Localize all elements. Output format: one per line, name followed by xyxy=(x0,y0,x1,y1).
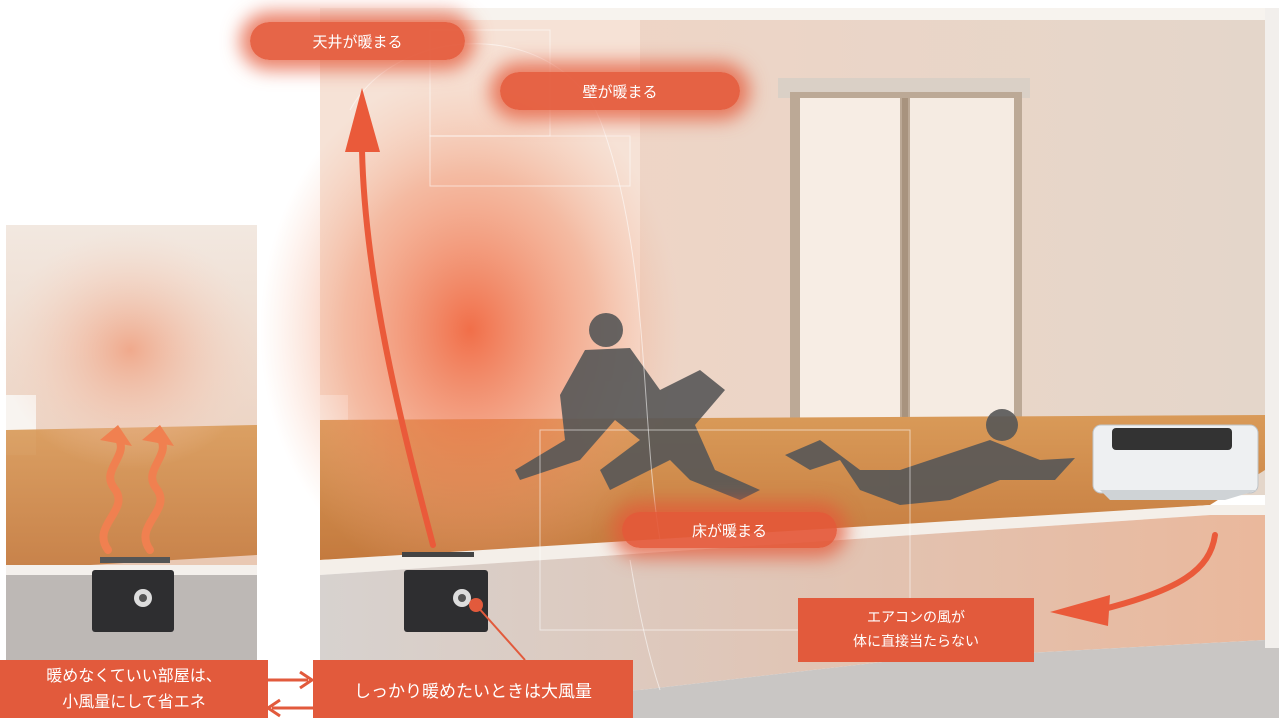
ceiling-label: 天井が暖まる xyxy=(250,22,465,60)
vent-unit-icon xyxy=(402,552,526,661)
aircon-label-line1: エアコンの風が xyxy=(867,610,965,626)
low-airflow-label-line2: 小風量にして省エネ xyxy=(62,692,206,711)
high-airflow-label-text: しっかり暖めたいときは大風量 xyxy=(354,681,592,702)
main-room xyxy=(260,8,1279,718)
floor-label: 床が暖まる xyxy=(622,512,837,548)
double-arrow-icon xyxy=(262,670,318,718)
aircon-label: エアコンの風が 体に直接当たらない xyxy=(798,598,1034,662)
up-arrow-icon xyxy=(345,88,436,548)
person-sitting xyxy=(515,313,760,500)
low-airflow-label-line1: 暖めなくていい部屋は、 xyxy=(46,666,222,685)
curved-arrow-icon xyxy=(1050,532,1218,626)
low-airflow-label: 暖めなくていい部屋は、 小風量にして省エネ xyxy=(0,660,268,718)
person-lying xyxy=(785,409,1075,505)
heat-wave-icon xyxy=(99,434,167,554)
air-conditioner-icon xyxy=(1092,424,1259,500)
low-airflow-room xyxy=(0,225,260,665)
high-airflow-label: しっかり暖めたいときは大風量 xyxy=(313,660,633,718)
wall-label: 壁が暖まる xyxy=(500,72,740,110)
aircon-label-line2: 体に直接当たらない xyxy=(853,634,979,650)
window xyxy=(778,78,1030,437)
vent-unit-icon xyxy=(92,570,174,632)
